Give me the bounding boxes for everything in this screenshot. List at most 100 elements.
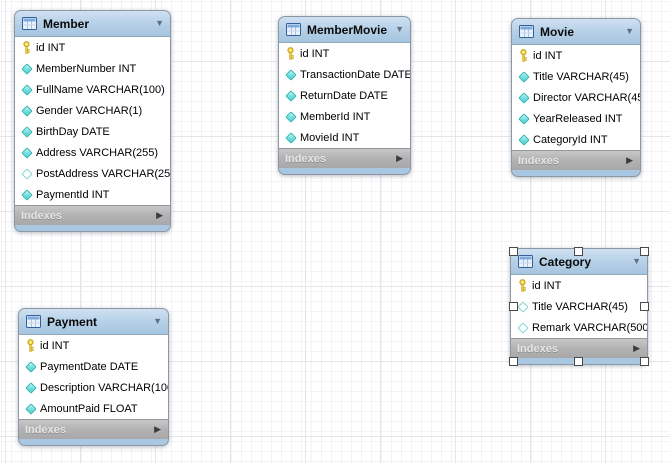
column-row[interactable]: MovieId INT xyxy=(279,127,410,148)
er-table-payment[interactable]: Payment ▼ id INT PaymentDate DATE Descript… xyxy=(18,308,169,446)
column-label: PaymentDate DATE xyxy=(40,360,139,373)
column-row[interactable]: Title VARCHAR(45) xyxy=(511,296,647,317)
er-table-member[interactable]: Member ▼ id INT MemberNumber INT FullName … xyxy=(14,10,171,232)
table-columns: id INT MemberNumber INT FullName VARCHAR(1… xyxy=(15,37,170,205)
expand-arrow-icon[interactable]: ▶ xyxy=(633,343,640,353)
primary-key-icon xyxy=(24,339,37,352)
indexes-label: Indexes xyxy=(517,342,558,355)
er-table-membermovie[interactable]: MemberMovie ▼ id INT TransactionDate DATE… xyxy=(278,16,411,175)
column-label: ReturnDate DATE xyxy=(300,89,388,102)
column-row[interactable]: id INT xyxy=(15,37,170,58)
indexes-label: Indexes xyxy=(21,209,62,222)
column-row[interactable]: MemberNumber INT xyxy=(15,58,170,79)
column-row[interactable]: YearReleased INT xyxy=(512,108,640,129)
indexes-label: Indexes xyxy=(518,154,559,167)
table-header[interactable]: MemberMovie ▼ xyxy=(279,17,410,43)
expand-arrow-icon[interactable]: ▶ xyxy=(396,153,403,163)
column-row[interactable]: TransactionDate DATE xyxy=(279,64,410,85)
table-header[interactable]: Member ▼ xyxy=(15,11,170,37)
table-columns: id INT PaymentDate DATE Description VARCHA… xyxy=(19,335,168,419)
table-header[interactable]: Movie ▼ xyxy=(512,19,640,45)
selection-handle[interactable] xyxy=(574,247,583,256)
column-row[interactable]: id INT xyxy=(19,335,168,356)
notnull-diamond-icon xyxy=(20,104,33,117)
column-row[interactable]: Director VARCHAR(45) xyxy=(512,87,640,108)
table-columns: id INT Title VARCHAR(45) Director VARCHAR(… xyxy=(512,45,640,150)
notnull-diamond-icon xyxy=(284,131,297,144)
column-row[interactable]: Remark VARCHAR(500) xyxy=(511,317,647,338)
column-row[interactable]: ReturnDate DATE xyxy=(279,85,410,106)
column-label: Gender VARCHAR(1) xyxy=(36,104,143,117)
column-label: MemberNumber INT xyxy=(36,62,137,75)
table-title: Movie xyxy=(540,24,575,39)
collapse-arrow-icon[interactable]: ▼ xyxy=(632,256,641,266)
table-title: Payment xyxy=(47,314,98,329)
column-row[interactable]: Address VARCHAR(255) xyxy=(15,142,170,163)
column-row[interactable]: id INT xyxy=(279,43,410,64)
table-title: MemberMovie xyxy=(307,22,388,37)
column-label: PaymentId INT xyxy=(36,188,110,201)
selection-handle[interactable] xyxy=(509,357,518,366)
column-row[interactable]: CategoryId INT xyxy=(512,129,640,150)
column-row[interactable]: id INT xyxy=(511,275,647,296)
selection-handle[interactable] xyxy=(574,357,583,366)
column-label: Title VARCHAR(45) xyxy=(532,300,628,313)
indexes-bar[interactable]: Indexes ▶ xyxy=(279,148,410,168)
column-label: id INT xyxy=(40,339,70,352)
notnull-diamond-icon xyxy=(284,110,297,123)
column-row[interactable]: PostAddress VARCHAR(255) xyxy=(15,163,170,184)
notnull-diamond-icon xyxy=(284,68,297,81)
column-label: Director VARCHAR(45) xyxy=(533,91,640,104)
notnull-diamond-icon xyxy=(517,112,530,125)
table-header[interactable]: Payment ▼ xyxy=(19,309,168,335)
collapse-arrow-icon[interactable]: ▼ xyxy=(155,18,164,28)
column-row[interactable]: Title VARCHAR(45) xyxy=(512,66,640,87)
column-label: YearReleased INT xyxy=(533,112,623,125)
expand-arrow-icon[interactable]: ▶ xyxy=(626,155,633,165)
table-columns: id INT TransactionDate DATE ReturnDate DAT… xyxy=(279,43,410,148)
column-label: Address VARCHAR(255) xyxy=(36,146,159,159)
indexes-bar[interactable]: Indexes ▶ xyxy=(19,419,168,439)
notnull-diamond-icon xyxy=(20,125,33,138)
column-row[interactable]: PaymentDate DATE xyxy=(19,356,168,377)
indexes-label: Indexes xyxy=(285,152,326,165)
column-label: CategoryId INT xyxy=(533,133,608,146)
column-row[interactable]: AmountPaid FLOAT xyxy=(19,398,168,419)
column-label: Description VARCHAR(100) xyxy=(40,381,168,394)
collapse-arrow-icon[interactable]: ▼ xyxy=(395,24,404,34)
indexes-bar[interactable]: Indexes ▶ xyxy=(15,205,170,225)
table-icon xyxy=(286,23,301,36)
expand-arrow-icon[interactable]: ▶ xyxy=(154,424,161,434)
selection-handle[interactable] xyxy=(640,301,649,311)
indexes-bar[interactable]: Indexes ▶ xyxy=(512,150,640,170)
selection-handle[interactable] xyxy=(509,247,518,256)
selection-handle[interactable] xyxy=(640,247,649,256)
column-row[interactable]: MemberId INT xyxy=(279,106,410,127)
selection-handle[interactable] xyxy=(509,301,518,311)
selection-handle[interactable] xyxy=(640,357,649,366)
notnull-diamond-icon xyxy=(20,83,33,96)
column-label: id INT xyxy=(532,279,562,292)
column-row[interactable]: Gender VARCHAR(1) xyxy=(15,100,170,121)
expand-arrow-icon[interactable]: ▶ xyxy=(156,210,163,220)
er-table-movie[interactable]: Movie ▼ id INT Title VARCHAR(45) Director … xyxy=(511,18,641,177)
collapse-arrow-icon[interactable]: ▼ xyxy=(625,26,634,36)
column-row[interactable]: id INT xyxy=(512,45,640,66)
column-row[interactable]: Description VARCHAR(100) xyxy=(19,377,168,398)
column-label: Title VARCHAR(45) xyxy=(533,70,629,83)
column-label: Remark VARCHAR(500) xyxy=(532,321,647,334)
table-icon xyxy=(519,25,534,38)
primary-key-icon xyxy=(516,279,529,292)
column-row[interactable]: PaymentId INT xyxy=(15,184,170,205)
column-label: TransactionDate DATE xyxy=(300,68,410,81)
primary-key-icon xyxy=(20,41,33,54)
indexes-bar[interactable]: Indexes ▶ xyxy=(511,338,647,358)
column-row[interactable]: BirthDay DATE xyxy=(15,121,170,142)
column-row[interactable]: FullName VARCHAR(100) xyxy=(15,79,170,100)
table-icon xyxy=(22,17,37,30)
collapse-arrow-icon[interactable]: ▼ xyxy=(153,316,162,326)
table-columns: id INT Title VARCHAR(45) Remark VARCHAR(50… xyxy=(511,275,647,338)
notnull-diamond-icon xyxy=(517,91,530,104)
